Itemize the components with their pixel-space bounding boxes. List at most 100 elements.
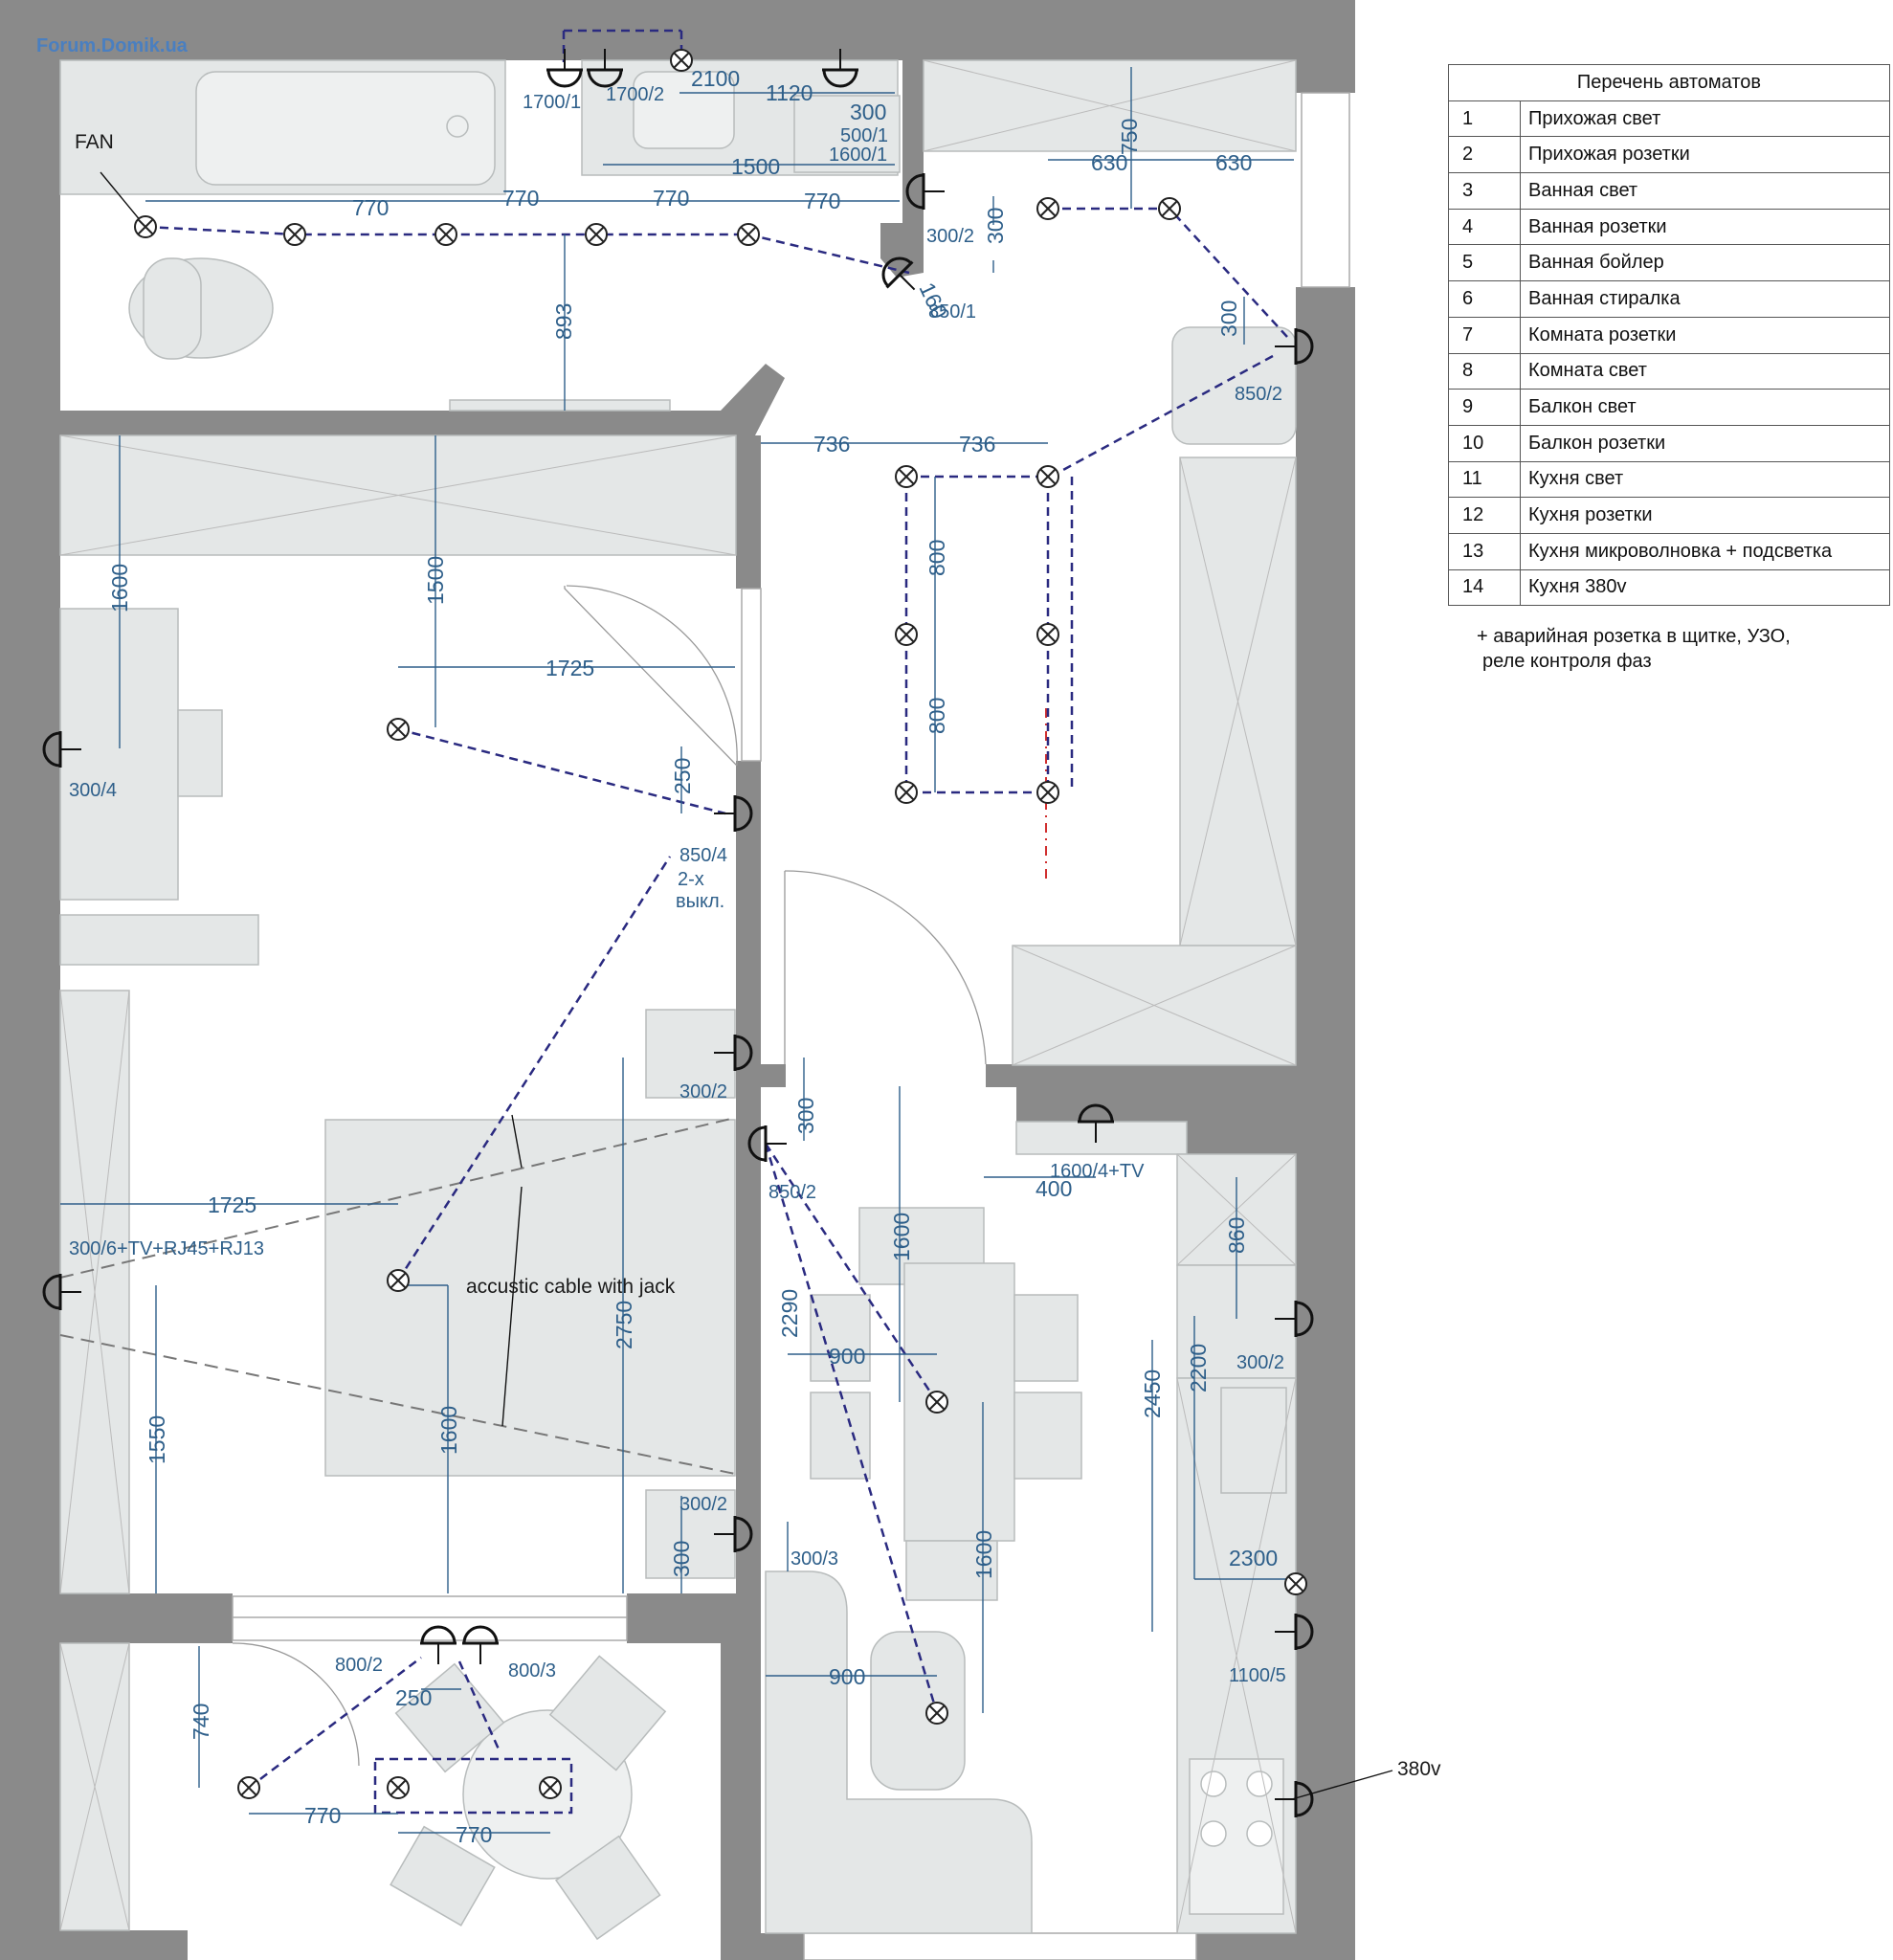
- socket-label: 300/2: [679, 1081, 727, 1102]
- dimension: 300: [669, 1541, 694, 1577]
- dimension: 2290: [777, 1289, 802, 1338]
- socket-label: 300/4: [69, 780, 117, 801]
- lamp: [1036, 781, 1059, 804]
- v380-label: 380v: [1397, 1758, 1441, 1780]
- switch-label-2: выкл.: [676, 891, 724, 912]
- switch-label: 2-х: [678, 869, 704, 890]
- dimension: 2300: [1229, 1546, 1278, 1570]
- dimension: 1600: [971, 1530, 996, 1579]
- row-name: Балкон свет: [1520, 389, 1890, 426]
- row-number: 3: [1448, 172, 1521, 210]
- acoustic-label: accustic cable with jack: [466, 1276, 676, 1298]
- socket-label: 1600/1: [829, 145, 887, 166]
- dimension: 1725: [208, 1192, 256, 1217]
- socket-label: 850/1: [928, 301, 976, 323]
- dimension: 300: [983, 208, 1008, 244]
- lamp: [1158, 197, 1181, 220]
- lamp-fan: [134, 215, 157, 238]
- lamp: [895, 623, 918, 646]
- dimension: 1600: [889, 1213, 914, 1261]
- fan-label: FAN: [75, 131, 114, 153]
- row-number: 5: [1448, 244, 1521, 282]
- socket-label: 1700/1: [523, 92, 581, 113]
- row-name: Комната свет: [1520, 352, 1890, 390]
- dimension: 250: [670, 758, 695, 794]
- socket-label: 300/2: [926, 226, 974, 247]
- openings: [232, 92, 1350, 1960]
- row-number: 4: [1448, 208, 1521, 246]
- socket-label: 1600/4+TV: [1050, 1161, 1145, 1182]
- row-name: Прихожая свет: [1520, 100, 1890, 138]
- row-name: Балкон розетки: [1520, 424, 1890, 462]
- table-header-row: Перечень автоматов: [1448, 64, 1890, 101]
- row-number: 6: [1448, 280, 1521, 318]
- dimension: 1600: [107, 564, 132, 612]
- wardrobe-marks: [59, 59, 1297, 1934]
- row-number: 12: [1448, 497, 1521, 534]
- lamp: [895, 465, 918, 488]
- row-name: Ванная стиралка: [1520, 280, 1890, 318]
- socket-label: 500/1: [840, 125, 888, 146]
- dimension: 770: [304, 1803, 341, 1828]
- row-name: Кухня микроволновка + подсветка: [1520, 532, 1890, 570]
- dimension: 1500: [731, 154, 780, 179]
- socket-label: 1100/5: [1229, 1665, 1286, 1686]
- door-swings: [232, 585, 987, 1767]
- lamp: [387, 718, 410, 741]
- lamp: [1036, 465, 1059, 488]
- dimension: 770: [502, 186, 539, 211]
- lamp: [434, 223, 457, 246]
- lamp: [895, 781, 918, 804]
- dimension: 800: [924, 540, 949, 576]
- dimension: 770: [352, 195, 389, 220]
- dimension: 740: [189, 1704, 213, 1740]
- lamp: [283, 223, 306, 246]
- dimension: 1120: [766, 80, 813, 105]
- dimension: 1550: [145, 1415, 169, 1464]
- socket-label: 300/3: [791, 1548, 838, 1570]
- dimension: 1725: [546, 656, 594, 680]
- dimension: 736: [959, 432, 995, 457]
- row-name: Прихожая розетки: [1520, 136, 1890, 174]
- socket-label: 800/3: [508, 1660, 556, 1682]
- dimension: 630: [1091, 150, 1127, 175]
- row-name: Ванная бойлер: [1520, 244, 1890, 282]
- row-name: Кухня 380v: [1520, 568, 1890, 607]
- row-name: Ванная свет: [1520, 172, 1890, 210]
- lamp: [387, 1269, 410, 1292]
- row-number: 8: [1448, 352, 1521, 390]
- dimension: 770: [804, 189, 840, 213]
- furniture: [59, 59, 1297, 1941]
- dimension: 770: [456, 1822, 492, 1847]
- table-title: Перечень автоматов: [1448, 64, 1890, 101]
- row-number: 2: [1448, 136, 1521, 174]
- lamp: [387, 1776, 410, 1799]
- note-line-2: реле контроля фаз: [1482, 651, 1652, 672]
- dimension: 800: [924, 698, 949, 734]
- dimension: 900: [829, 1344, 865, 1369]
- lamp: [737, 223, 760, 246]
- row-name: Ванная розетки: [1520, 208, 1890, 246]
- lamp: [925, 1391, 948, 1414]
- table-note: + аварийная розетка в щитке, УЗО, реле к…: [1477, 624, 1791, 674]
- dimension: 736: [813, 432, 850, 457]
- dimension: 2750: [612, 1301, 636, 1349]
- diagram-text: Forum.Domik.ua FAN accustic cable with j…: [36, 35, 1441, 1847]
- dimension: 300: [793, 1098, 818, 1134]
- lamp: [1036, 197, 1059, 220]
- lamp: [670, 49, 693, 72]
- dimension: 2100: [691, 66, 740, 91]
- socket-label: 300/2: [679, 1494, 727, 1515]
- lamp: [1284, 1572, 1307, 1595]
